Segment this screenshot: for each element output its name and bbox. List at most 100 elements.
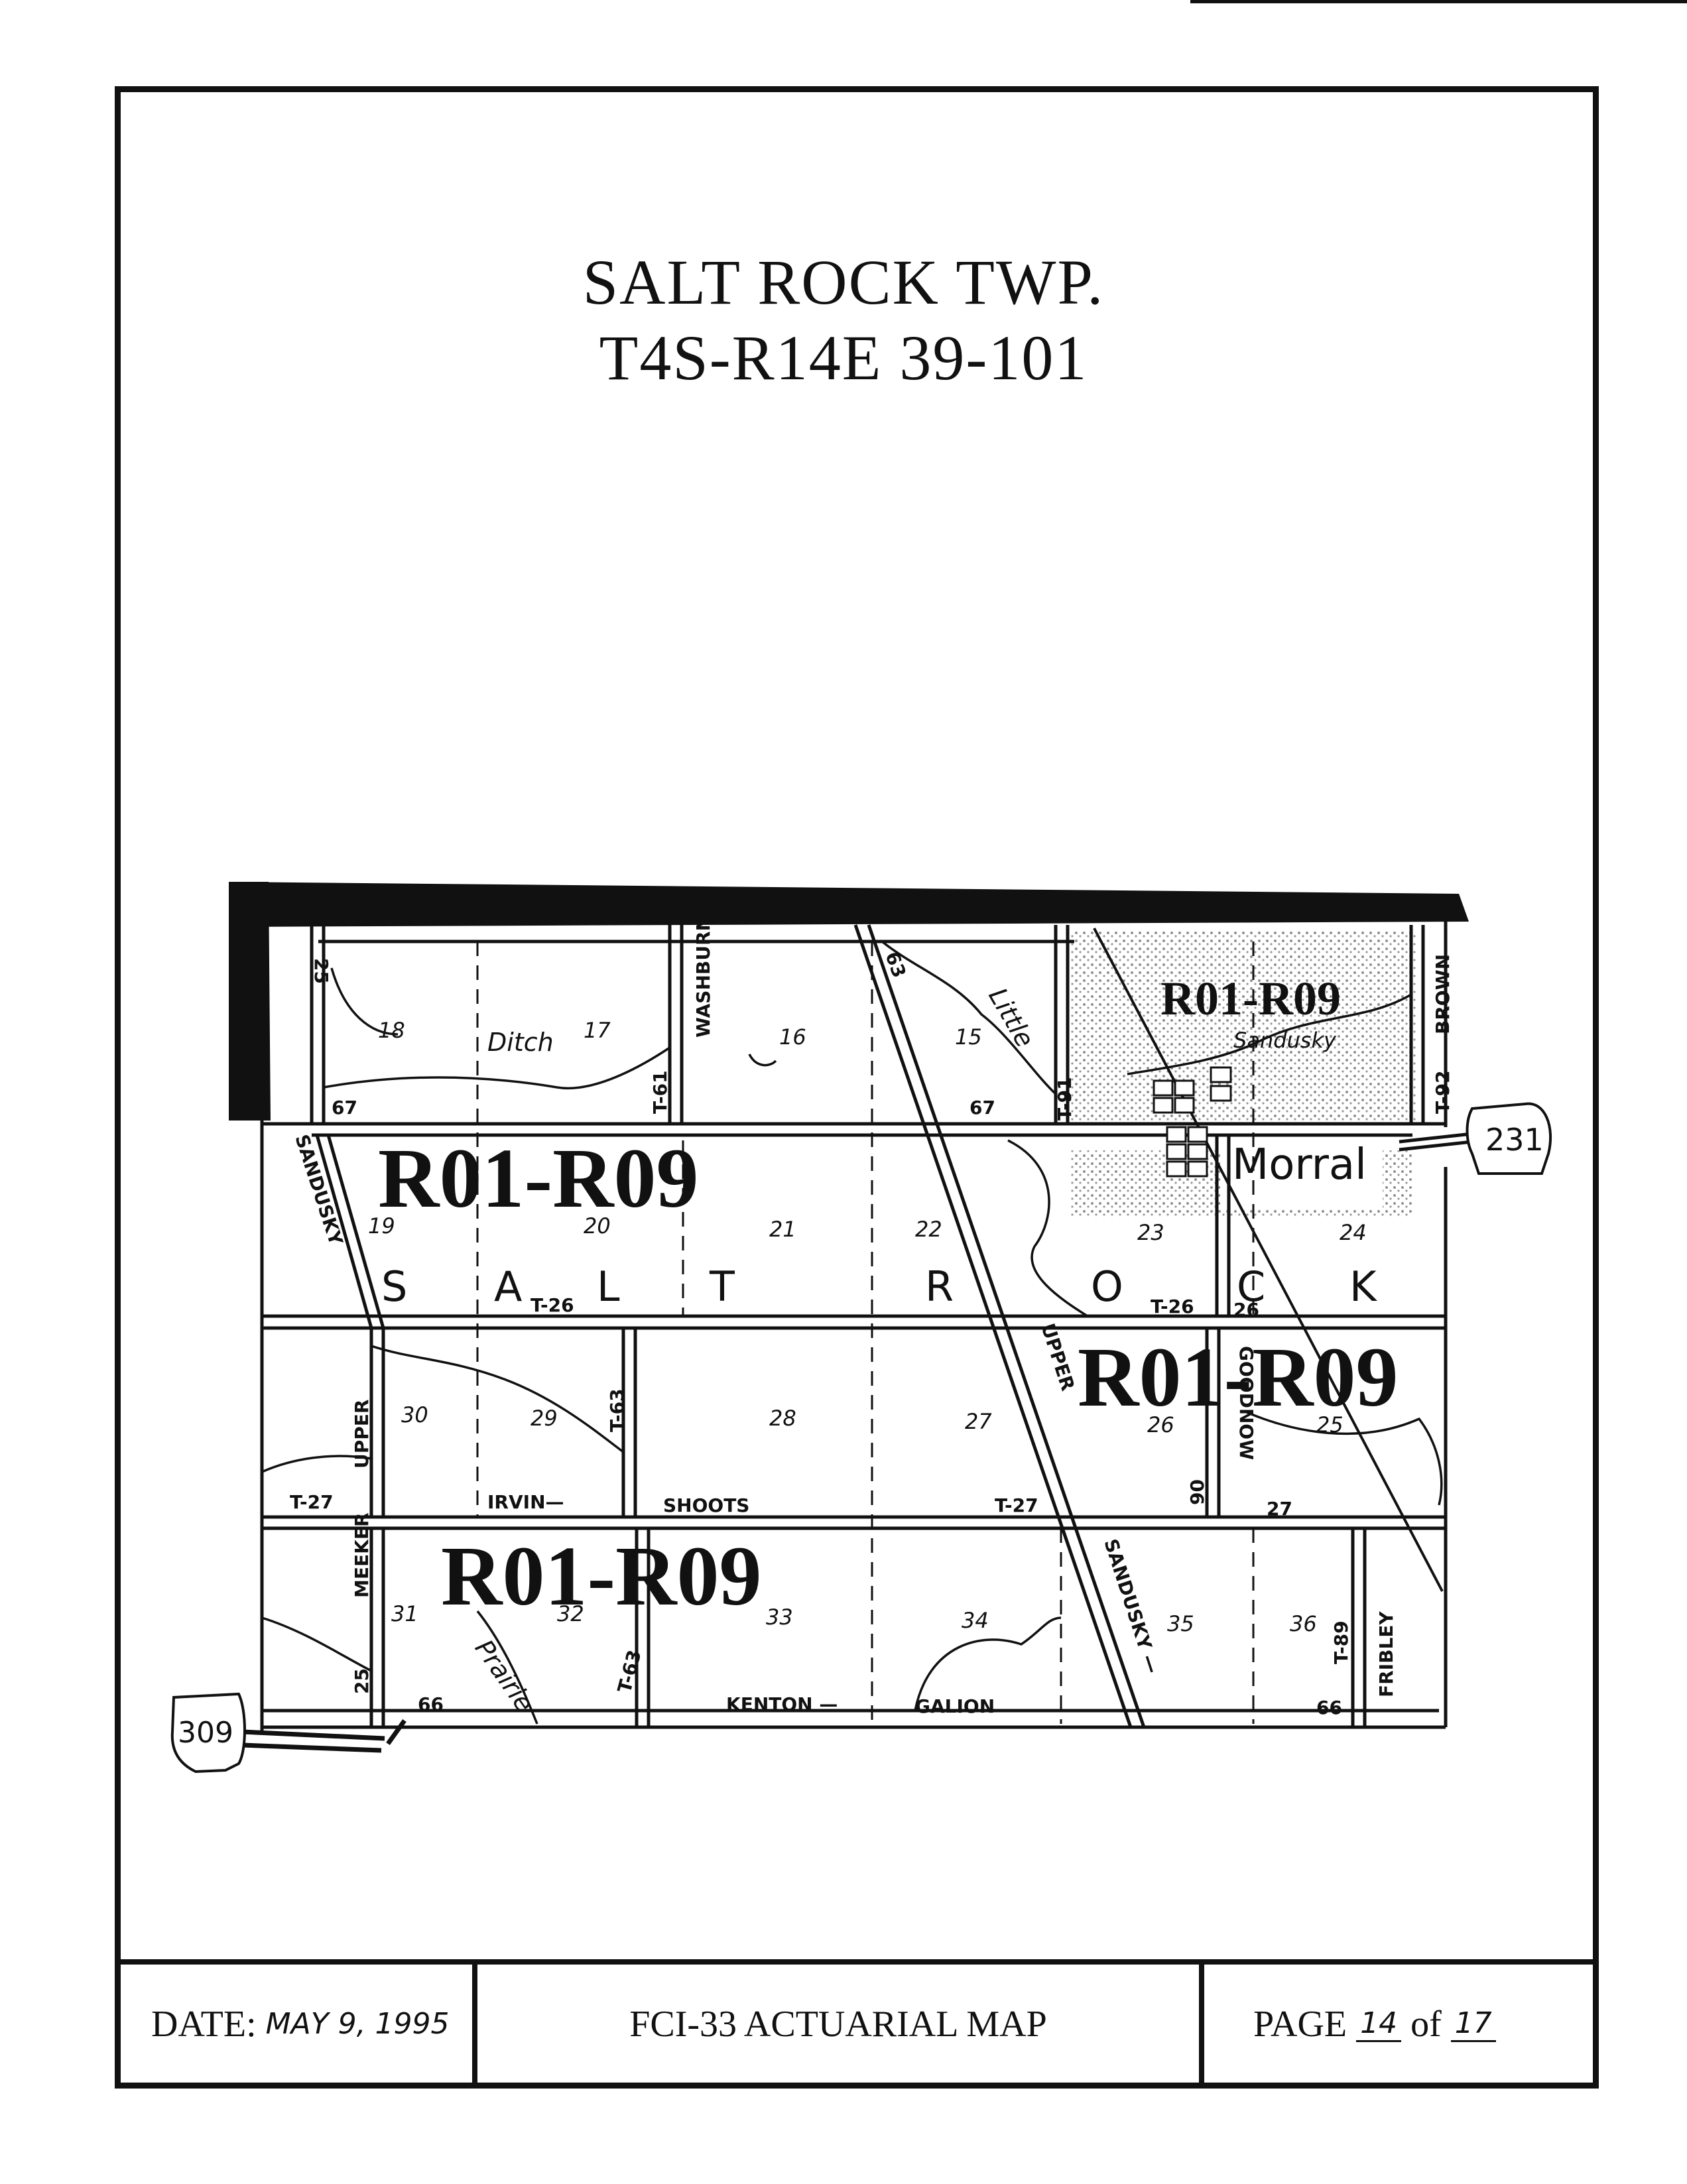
road-label: T-26 [531, 1294, 574, 1316]
section-number: 24 [1340, 1220, 1367, 1245]
section-number: 33 [766, 1605, 793, 1630]
road-label: GALION [915, 1695, 995, 1717]
road-label: T-27 [995, 1494, 1038, 1516]
route-309-shield [170, 1692, 246, 1774]
route-231-shield [1466, 1102, 1552, 1175]
road-label: 25 [310, 958, 332, 984]
page-frame [115, 86, 1599, 2089]
page-label: PAGE [1253, 2003, 1347, 2045]
section-number: 29 [531, 1406, 558, 1431]
upper-sandusky-road [315, 924, 1146, 1728]
rating-area-label: R01-R09 [378, 1131, 699, 1225]
section-number: 23 [1137, 1220, 1164, 1245]
footer-rule [115, 1959, 1599, 1965]
road-label: 90 [1186, 1479, 1208, 1505]
township-letter: A [494, 1262, 522, 1311]
section-number: 18 [378, 1018, 405, 1043]
road-label: SANDUSKY [290, 1132, 347, 1248]
road-label: T-63 [613, 1648, 646, 1695]
township-letter: K [1349, 1262, 1377, 1311]
section-number: 31 [391, 1601, 418, 1626]
highway-309-connector [241, 1719, 406, 1753]
morral-village-area [1071, 932, 1416, 1217]
railroad [1093, 928, 1444, 1592]
section-number: 17 [584, 1018, 611, 1043]
section-number: 16 [779, 1024, 806, 1050]
section-number: 35 [1167, 1611, 1194, 1636]
road-label: SHOOTS [663, 1494, 749, 1516]
page-field: PAGE 14 of 17 [1253, 1959, 1496, 2089]
section-number: 30 [401, 1402, 428, 1427]
road-label: T-89 [1330, 1620, 1352, 1664]
road-label: 26 [1233, 1299, 1259, 1321]
north-south-roads [310, 925, 1425, 1727]
road-label: WASHBURN [692, 916, 714, 1038]
map-type-field: FCI-33 ACTUARIAL MAP [477, 1959, 1199, 2089]
section-lines [476, 941, 1255, 1724]
section-numbers: 18 17 16 15 19 20 21 22 23 24 30 29 28 2… [368, 1018, 1367, 1636]
road-label: BROWN [1432, 954, 1454, 1034]
road-label: GOODNOW [1235, 1346, 1257, 1460]
section-number: 25 [1316, 1412, 1343, 1437]
road-labels: 67 67 T-26 T-26 26 T-27 IRVIN— SHOOTS T-… [290, 1097, 1342, 1719]
road-label: T-92 [1432, 1070, 1454, 1114]
rating-area-label: R01-R09 [1078, 1330, 1399, 1424]
township-letter: L [597, 1262, 620, 1311]
stream-label: Ditch [487, 1028, 554, 1057]
section-number: 34 [962, 1608, 989, 1633]
road-label: 67 [332, 1097, 357, 1119]
rating-area-label: R01-R09 [441, 1529, 762, 1623]
road-label: T-91 [1054, 1077, 1076, 1121]
township-code: T4S-R14E 39-101 [599, 322, 1088, 393]
section-number: 27 [965, 1409, 992, 1434]
road-label: T-26 [1151, 1296, 1194, 1317]
rating-area-label: R01-R09 [1160, 972, 1341, 1025]
road-label: T-63 [606, 1388, 628, 1432]
road-label: 67 [969, 1097, 995, 1119]
date-value: MAY 9, 1995 [265, 2007, 450, 2041]
stream-label: Sandusky [1233, 1028, 1337, 1053]
road-label: 66 [1316, 1697, 1342, 1719]
heavy-north-border [229, 882, 1469, 927]
section-number: 32 [557, 1601, 584, 1626]
rating-area-stamps: R01-R09 R01-R09 R01-R09 R01-R09 [378, 972, 1399, 1623]
township-letter: O [1091, 1262, 1123, 1311]
road-label: T-61 [649, 1070, 671, 1114]
highway-231-connector [1399, 1132, 1473, 1152]
road-label: 25 [351, 1668, 373, 1694]
township-letter: R [925, 1262, 954, 1311]
township-letter: T [709, 1262, 735, 1311]
road-label: KENTON — [726, 1693, 838, 1715]
town-label: Morral [1232, 1140, 1367, 1189]
road-label: UPPER [351, 1400, 373, 1469]
section-number: 28 [769, 1406, 796, 1431]
route-231-number: 231 [1485, 1122, 1544, 1158]
section-number: 36 [1290, 1611, 1317, 1636]
road-label: MEEKER [351, 1512, 373, 1598]
streams [261, 940, 1443, 1725]
road-label: UPPER [1036, 1321, 1079, 1394]
road-label: 66 [418, 1693, 444, 1715]
route-309-number: 309 [178, 1716, 233, 1750]
township-title: SALT ROCK TWP. [582, 247, 1105, 318]
road-label: 27 [1267, 1498, 1292, 1520]
page-number: 14 [1356, 2006, 1402, 2042]
township-name-letters: S A L T R O C K [381, 1262, 1377, 1311]
page-of-label: of [1410, 2003, 1442, 2045]
section-number: 21 [769, 1217, 796, 1242]
section-number: 15 [955, 1024, 982, 1050]
township-letter: C [1237, 1262, 1265, 1311]
township-letter: S [381, 1262, 407, 1311]
page-total: 17 [1450, 2006, 1496, 2042]
footer-divider [472, 1959, 477, 2089]
date-label: DATE: [151, 2003, 257, 2045]
footer-divider [1199, 1959, 1204, 2089]
road-label: IRVIN— [487, 1491, 564, 1513]
morral-street-grid [1153, 1066, 1232, 1178]
top-edge-rule [1190, 0, 1687, 3]
stream-label: Prairie [469, 1634, 540, 1717]
road-label: T-27 [290, 1491, 334, 1513]
section-number: 19 [368, 1213, 395, 1239]
date-field: DATE: MAY 9, 1995 [151, 1959, 450, 2089]
road-label: FRIBLEY [1375, 1611, 1397, 1697]
